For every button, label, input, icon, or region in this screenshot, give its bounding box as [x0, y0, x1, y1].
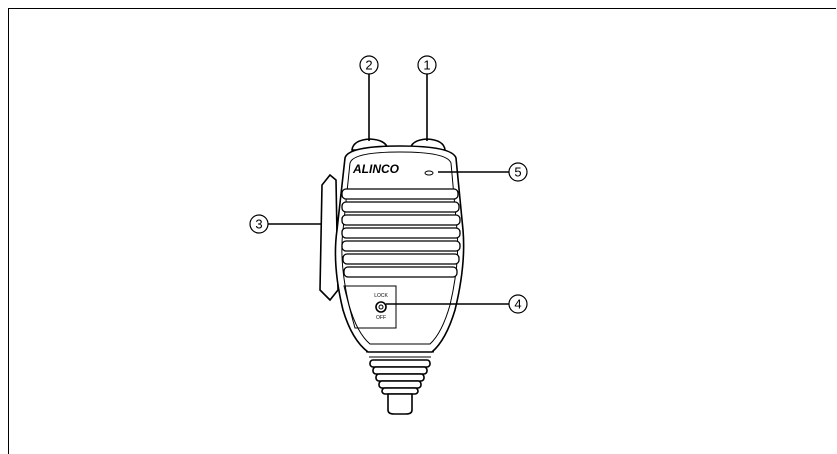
lock-switch-knob [375, 301, 387, 313]
cord-end [387, 393, 413, 415]
speaker-grille [341, 188, 461, 278]
callout-4-label: 4 [514, 297, 521, 312]
figure-frame [8, 8, 836, 454]
lock-label: LOCK [374, 293, 388, 299]
callout-3: 3 [249, 214, 269, 234]
callout-1-label: 1 [423, 58, 430, 73]
callout-5-label: 5 [514, 165, 521, 180]
led-indicator [424, 170, 434, 176]
callout-5: 5 [508, 162, 528, 182]
lock-switch-knob-center [378, 304, 384, 310]
body-bottom-bands [366, 351, 434, 358]
off-label: OFF [376, 315, 386, 321]
brand-label: ALINCO [352, 162, 400, 176]
cord-strain-relief [369, 359, 431, 395]
callout-4: 4 [508, 294, 528, 314]
ptt-side-bar [319, 173, 339, 302]
callout-1: 1 [417, 55, 437, 75]
lock-switch-panel [343, 285, 397, 329]
callout-3-label: 3 [255, 217, 262, 232]
callout-2: 2 [359, 55, 379, 75]
callout-2-label: 2 [365, 58, 372, 73]
